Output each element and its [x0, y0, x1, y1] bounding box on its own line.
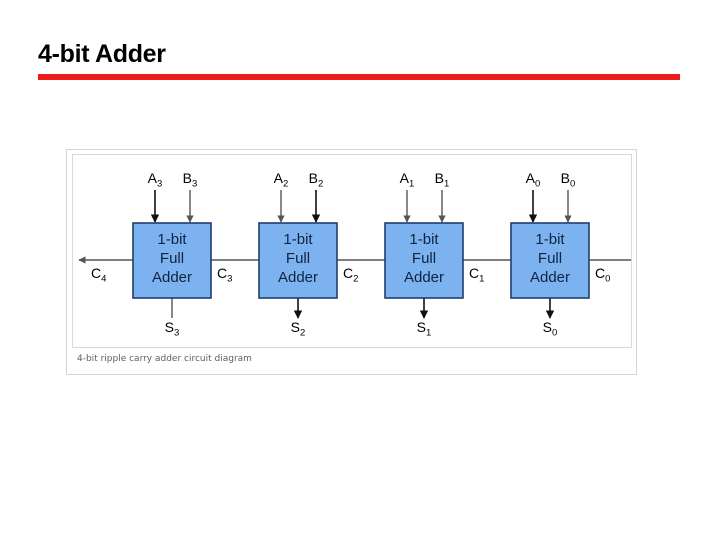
label-a2: A2 — [274, 170, 289, 190]
label-b0: B0 — [561, 170, 576, 190]
title-underline-rule — [38, 74, 680, 80]
adder-block-fa0[interactable]: 1-bit Full Adder — [510, 222, 590, 299]
figure-frame: 1-bit Full Adder 1-bit Full Adder 1-bit … — [66, 149, 637, 375]
adder-box-rect[interactable] — [510, 222, 590, 299]
label-c3: C3 — [217, 265, 232, 285]
label-s2: S2 — [291, 319, 306, 339]
adder-box-rect[interactable] — [384, 222, 464, 299]
adder-label-line-3: Adder — [404, 269, 444, 286]
label-a0: A0 — [526, 170, 541, 190]
adder-label-line-1: 1-bit — [157, 231, 187, 248]
label-c4: C4 — [91, 265, 106, 285]
label-b3: B3 — [183, 170, 198, 190]
page-title: 4-bit Adder — [38, 40, 166, 68]
input-wires-group — [150, 190, 572, 223]
adder-block-fa3[interactable]: 1-bit Full Adder — [132, 222, 212, 299]
adder-label-line-1: 1-bit — [409, 231, 439, 248]
figure-image-area: 1-bit Full Adder 1-bit Full Adder 1-bit … — [72, 154, 632, 348]
label-b2: B2 — [309, 170, 324, 190]
label-a3: A3 — [148, 170, 163, 190]
label-b1: B1 — [435, 170, 450, 190]
adder-label-line-2: Full — [160, 250, 184, 267]
label-c1: C1 — [469, 265, 484, 285]
adder-label-line-3: Adder — [530, 269, 570, 286]
adder-label-line-2: Full — [538, 250, 562, 267]
label-a1: A1 — [400, 170, 415, 190]
label-c2: C2 — [343, 265, 358, 285]
ripple-carry-adder-diagram: 1-bit Full Adder 1-bit Full Adder 1-bit … — [78, 170, 631, 339]
adder-label-line-3: Adder — [152, 269, 192, 286]
sum-wires-group — [171, 298, 555, 319]
adder-box-rect[interactable] — [258, 222, 338, 299]
figure-caption: 4-bit ripple carry adder circuit diagram — [77, 354, 252, 364]
label-c0: C0 — [595, 265, 610, 285]
label-s3: S3 — [165, 319, 180, 339]
adder-block-fa1[interactable]: 1-bit Full Adder — [384, 222, 464, 299]
adder-label-line-2: Full — [286, 250, 310, 267]
adder-block-fa2[interactable]: 1-bit Full Adder — [258, 222, 338, 299]
adder-label-line-1: 1-bit — [283, 231, 313, 248]
adder-label-line-2: Full — [412, 250, 436, 267]
label-s1: S1 — [417, 319, 432, 339]
label-s0: S0 — [543, 319, 558, 339]
adder-label-line-3: Adder — [278, 269, 318, 286]
adder-box-rect[interactable] — [132, 222, 212, 299]
pin-labels-group: A3 B3 A2 B2 A1 B1 A0 B0 S3 S2 S1 S0 C4 C… — [91, 170, 610, 339]
adder-label-line-1: 1-bit — [535, 231, 565, 248]
